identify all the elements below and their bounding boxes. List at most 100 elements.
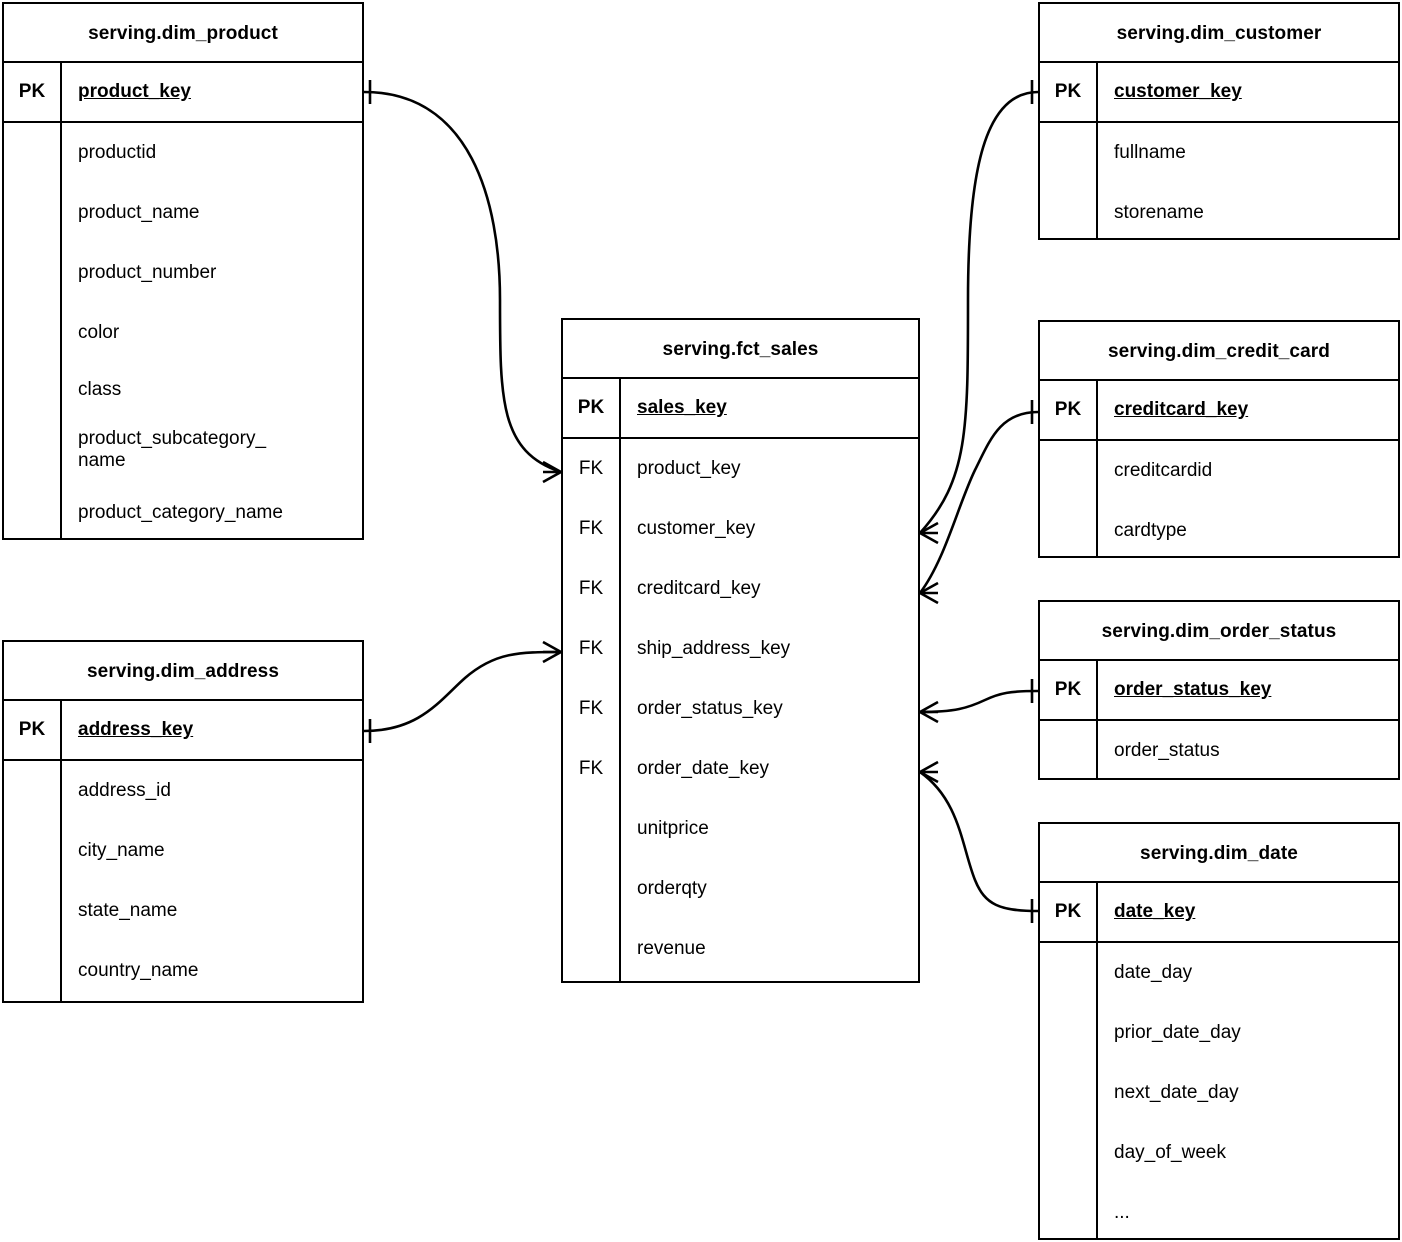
attribute-body: creditcardid cardtype (1040, 441, 1398, 558)
relationship-rel-customer (919, 80, 1039, 545)
pk-row[interactable]: PK sales_key (563, 379, 918, 439)
fk-badge: FK (578, 578, 604, 599)
pk-badge: PK (4, 701, 62, 759)
crowfoot-rel-customer (919, 521, 939, 545)
pk-row[interactable]: PK address_key (4, 701, 362, 761)
attribute-row: customer_key (637, 517, 756, 539)
pk-field-name: customer_key (1114, 81, 1242, 102)
fk-badge: FK (578, 458, 604, 479)
entity-dim-address[interactable]: serving.dim_address PK address_key addre… (2, 640, 364, 1003)
attribute-row: ... (1114, 1201, 1130, 1223)
key-gutter: FK FK FK FK FK FK (563, 439, 621, 983)
pk-field-name: product_key (78, 81, 191, 102)
pk-row[interactable]: PK product_key (4, 63, 362, 123)
pk-field-name: date_key (1114, 901, 1196, 922)
pk-row[interactable]: PK creditcard_key (1040, 381, 1398, 441)
attribute-row: state_name (78, 899, 178, 921)
key-gutter (1040, 123, 1098, 240)
attribute-body: date_day prior_date_day next_date_day da… (1040, 943, 1398, 1240)
attribute-row: order_status_key (637, 697, 783, 719)
entity-dim-order-status[interactable]: serving.dim_order_status PK order_status… (1038, 600, 1400, 780)
attribute-row: next_date_day (1114, 1081, 1239, 1103)
crowfoot-rel-address (542, 640, 562, 664)
pk-badge: PK (1040, 883, 1098, 941)
entity-title: serving.dim_address (4, 642, 362, 701)
pk-field-name: address_key (78, 719, 194, 740)
pk-badge: PK (4, 63, 62, 121)
key-gutter (1040, 943, 1098, 1240)
crowfoot-rel-product (542, 460, 562, 484)
attribute-row: day_of_week (1114, 1141, 1226, 1163)
attribute-row: address_id (78, 779, 171, 801)
attribute-row: color (78, 321, 120, 343)
attribute-row: product_subcategory_ name (78, 427, 267, 471)
pk-field-name: sales_key (637, 397, 727, 418)
attribute-row: order_date_key (637, 757, 770, 779)
pk-badge: PK (1040, 63, 1098, 121)
attribute-row: ship_address_key (637, 637, 791, 659)
entity-title: serving.dim_customer (1040, 4, 1398, 63)
pk-row[interactable]: PK order_status_key (1040, 661, 1398, 721)
fk-badge: FK (578, 758, 604, 779)
entity-fct-sales[interactable]: serving.fct_sales PK sales_key FK FK FK … (561, 318, 920, 983)
attribute-body: productid product_name product_number co… (4, 123, 362, 540)
entity-dim-customer[interactable]: serving.dim_customer PK customer_key ful… (1038, 2, 1400, 240)
attribute-list: productid product_name product_number co… (62, 123, 362, 540)
attribute-body: address_id city_name state_name country_… (4, 761, 362, 1003)
attribute-row: creditcardid (1114, 459, 1213, 481)
relationship-rel-order-status (919, 679, 1039, 724)
pk-field-name: creditcard_key (1114, 399, 1249, 420)
relationship-rel-date (919, 760, 1039, 923)
attribute-body: order_status (1040, 721, 1398, 780)
attribute-list: address_id city_name state_name country_… (62, 761, 362, 1003)
entity-title: serving.dim_order_status (1040, 602, 1398, 661)
key-gutter (4, 123, 62, 540)
pk-badge: PK (1040, 661, 1098, 719)
pk-field-name: order_status_key (1114, 679, 1272, 700)
pk-badge: PK (1040, 381, 1098, 439)
attribute-row: fullname (1114, 141, 1186, 163)
relationship-rel-address (363, 640, 562, 743)
crowfoot-rel-date (919, 760, 939, 784)
attribute-row: class (78, 378, 122, 400)
attribute-row: product_number (78, 261, 217, 283)
fk-badge: FK (578, 698, 604, 719)
entity-title: serving.fct_sales (563, 320, 918, 379)
attribute-row: order_status (1114, 739, 1220, 761)
pk-row[interactable]: PK date_key (1040, 883, 1398, 943)
crowfoot-rel-creditcard (919, 581, 939, 605)
attribute-row: product_name (78, 201, 200, 223)
attribute-row: storename (1114, 201, 1204, 223)
attribute-body: fullname storename (1040, 123, 1398, 240)
pk-row[interactable]: PK customer_key (1040, 63, 1398, 123)
attribute-row: country_name (78, 959, 199, 981)
attribute-list: order_status (1098, 721, 1398, 780)
crowfoot-rel-order-status (919, 700, 939, 724)
pk-badge: PK (563, 379, 621, 437)
attribute-list: date_day prior_date_day next_date_day da… (1098, 943, 1398, 1240)
entity-title: serving.dim_product (4, 4, 362, 63)
entity-dim-date[interactable]: serving.dim_date PK date_key date_day pr… (1038, 822, 1400, 1240)
attribute-row: orderqty (637, 877, 707, 899)
attribute-row: unitprice (637, 817, 709, 839)
attribute-row: productid (78, 141, 157, 163)
attribute-list: product_key customer_key creditcard_key … (621, 439, 918, 983)
attribute-row: city_name (78, 839, 165, 861)
attribute-row: prior_date_day (1114, 1021, 1241, 1043)
entity-dim-product[interactable]: serving.dim_product PK product_key produ… (2, 2, 364, 540)
entity-dim-credit-card[interactable]: serving.dim_credit_card PK creditcard_ke… (1038, 320, 1400, 558)
entity-title: serving.dim_date (1040, 824, 1398, 883)
fk-badge: FK (578, 638, 604, 659)
attribute-row: creditcard_key (637, 577, 761, 599)
entity-title: serving.dim_credit_card (1040, 322, 1398, 381)
relationship-rel-creditcard (918, 400, 1039, 605)
attribute-row: product_category_name (78, 501, 283, 523)
attribute-row: date_day (1114, 961, 1193, 983)
fk-badge: FK (578, 518, 604, 539)
attribute-list: fullname storename (1098, 123, 1398, 240)
attribute-list: creditcardid cardtype (1098, 441, 1398, 558)
relationship-rel-product (363, 80, 562, 484)
attribute-row: cardtype (1114, 519, 1187, 541)
attribute-row: product_key (637, 457, 741, 479)
